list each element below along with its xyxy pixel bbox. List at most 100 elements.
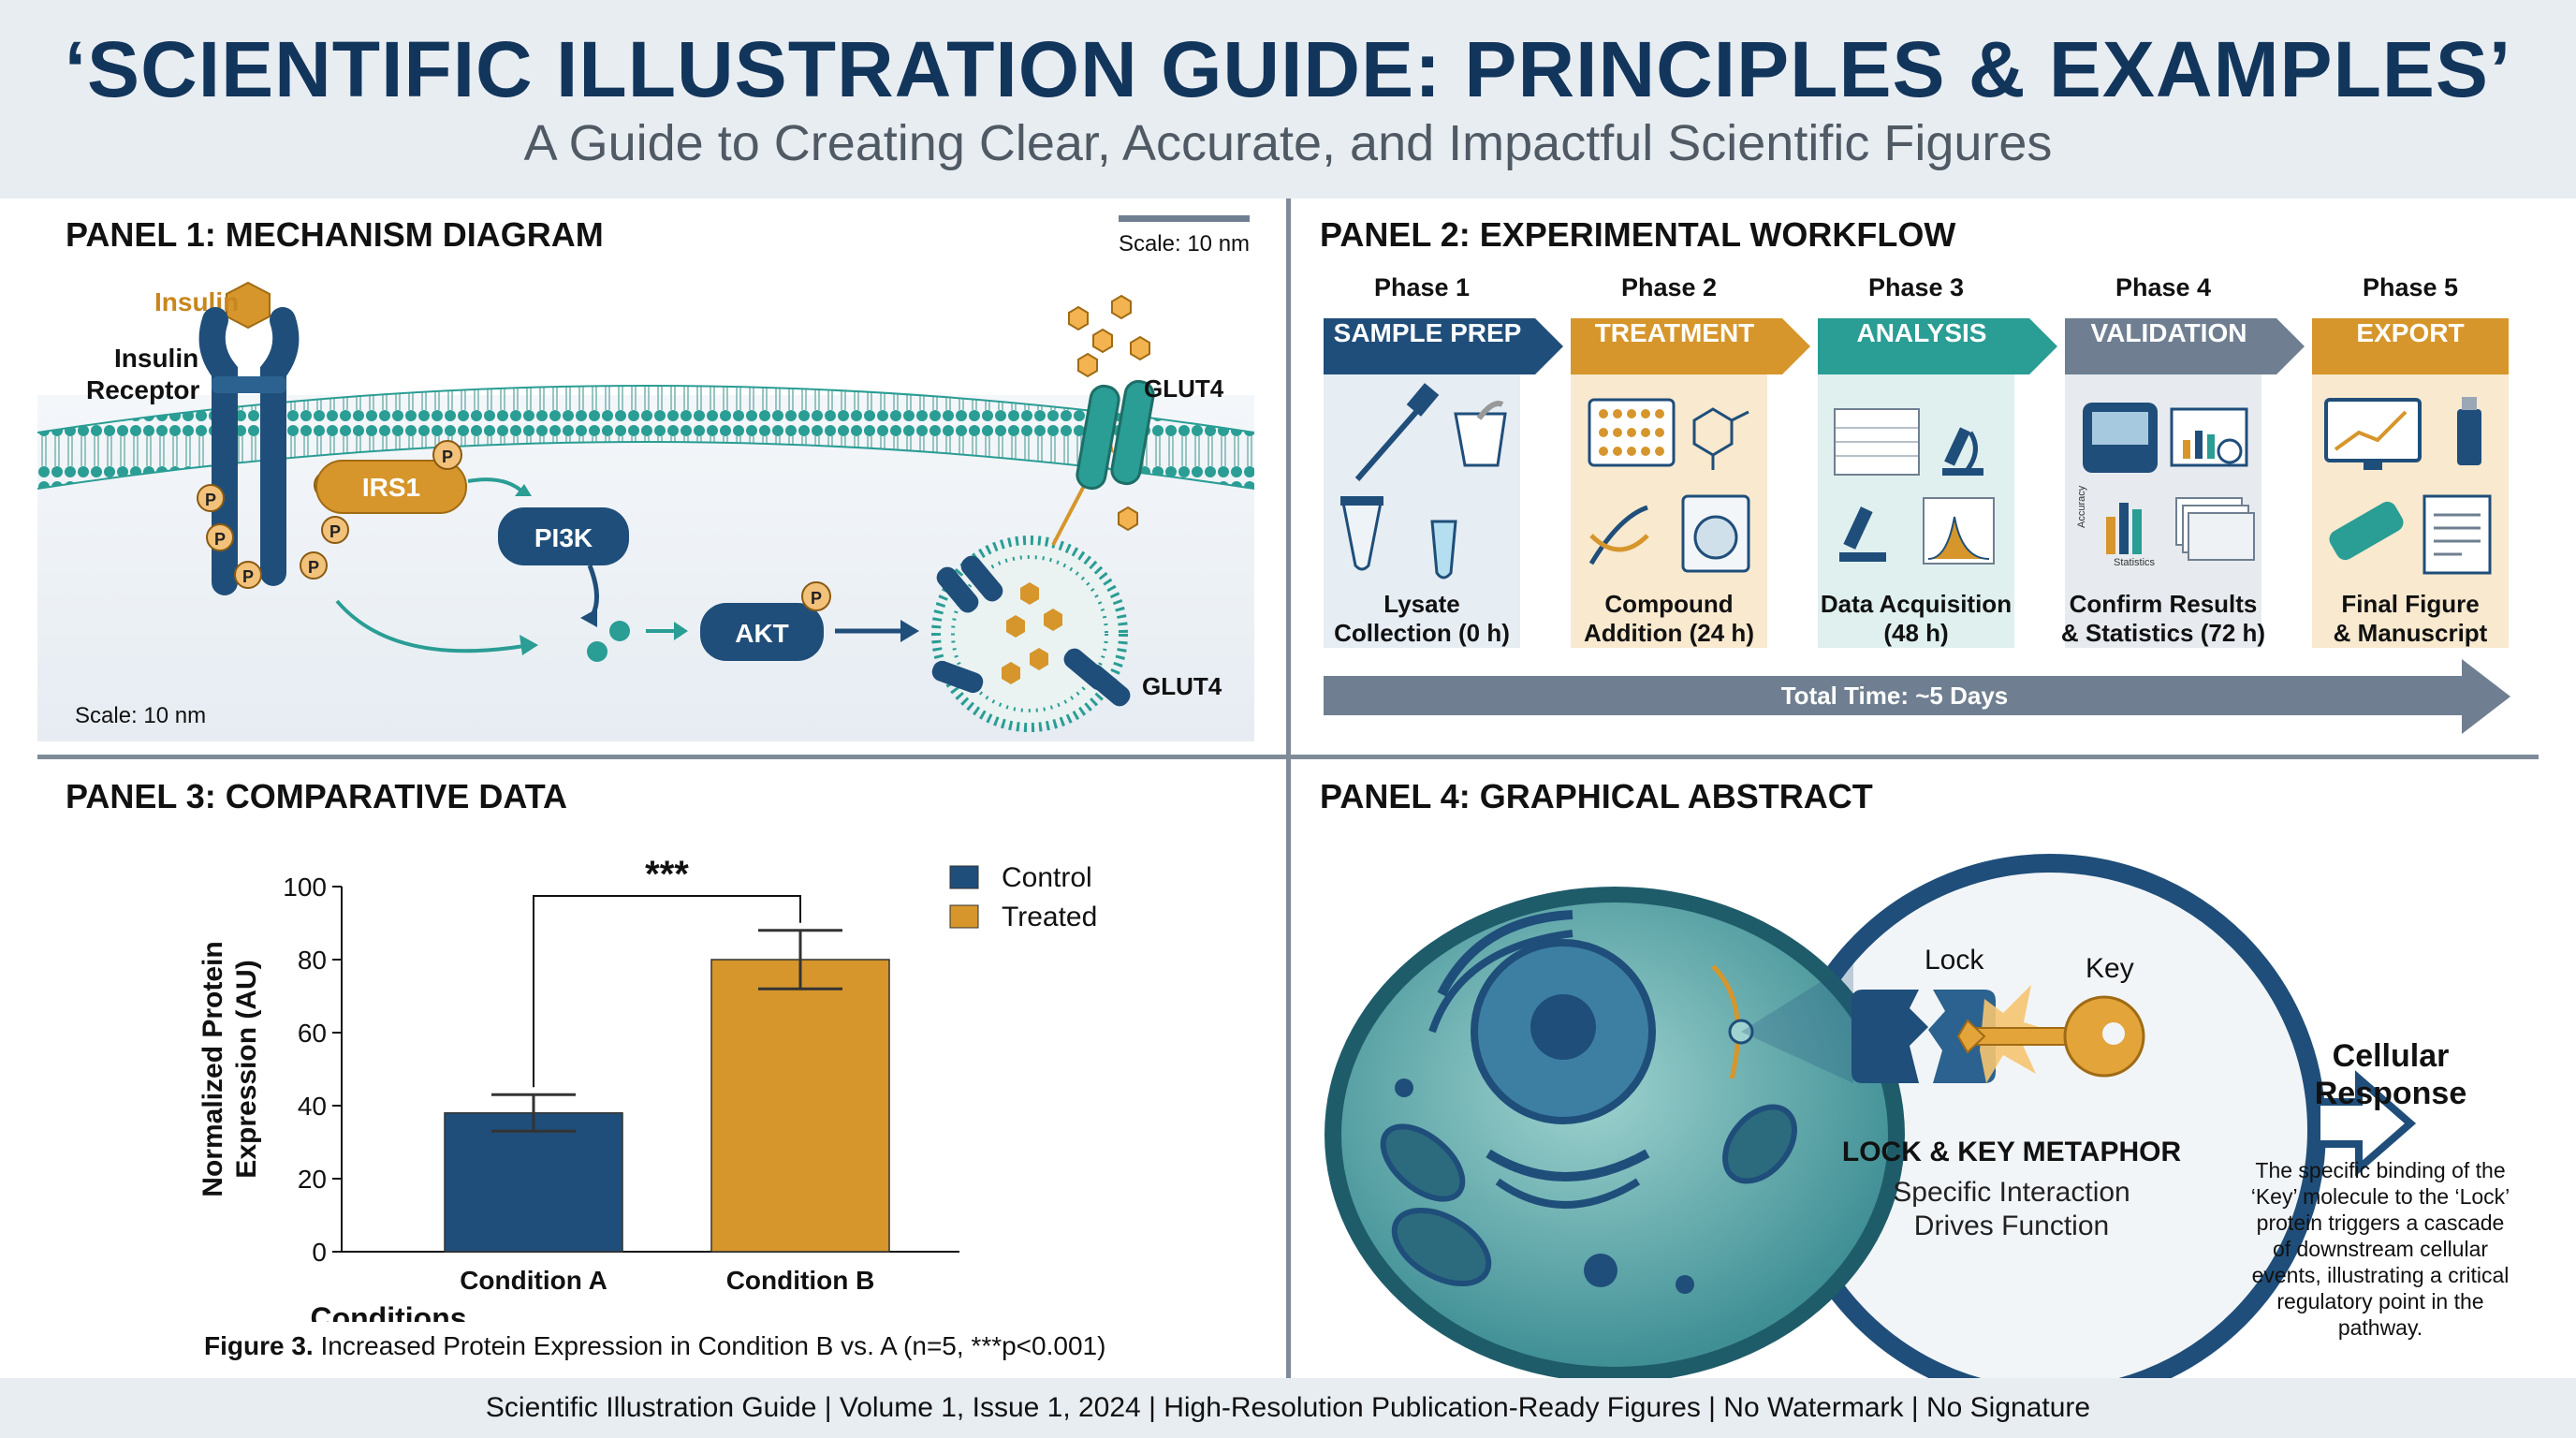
well-plate-icon	[1588, 398, 1676, 467]
irs1-label: IRS1	[362, 473, 420, 502]
panel4-title: PANEL 4: GRAPHICAL ABSTRACT	[1320, 777, 1873, 815]
svg-text:P: P	[242, 567, 254, 586]
incubator-icon	[1681, 494, 1750, 573]
svg-text:P: P	[214, 530, 226, 549]
total-time-arrow	[1324, 659, 2510, 734]
statistics-chart-icon: Statistics Accuracy	[2076, 485, 2156, 568]
svg-text:P: P	[329, 522, 341, 541]
key-molecule	[1956, 995, 2145, 1078]
pi3k-label: PI3K	[534, 523, 593, 552]
phase-3-label: Phase 3	[1867, 273, 1965, 301]
bar	[444, 1112, 623, 1253]
zoom-beam	[1741, 961, 1853, 1083]
insulin-molecule	[226, 281, 271, 330]
key-label: Key	[2086, 953, 2134, 984]
page-subtitle: A Guide to Creating Clear, Accurate, and…	[523, 115, 2053, 171]
graphical-abstract: Lock Key	[1325, 854, 2417, 1378]
panel-experimental-workflow: PANEL 2: EXPERIMENTAL WORKFLOW	[1292, 198, 2539, 749]
legend-label: Control	[1002, 862, 1092, 893]
scale-label-top: Scale: 10 nm	[1119, 231, 1250, 257]
manuscript-icon	[2422, 494, 2492, 575]
lock-label: Lock	[1925, 945, 1984, 976]
phase-3-desc: Data Acquisition(48 h)	[1820, 590, 2012, 647]
phase-5-tag: EXPORT	[2356, 318, 2465, 347]
spectrum-chart-icon	[1923, 497, 1995, 565]
panel-graphical-abstract: PANEL 4: GRAPHICAL ABSTRACT	[1292, 760, 2539, 1378]
vial-icon	[1430, 520, 1457, 580]
panel-mechanism-diagram: PANEL 1: MECHANISM DIAGRAM Scale: 10 nm …	[37, 198, 1282, 749]
phase-1-tag: SAMPLE PREP	[1333, 318, 1522, 347]
usb-stick-icon	[2329, 501, 2404, 561]
pipette-icon	[1354, 383, 1440, 481]
legend-label: Treated	[1002, 902, 1097, 932]
y-tick-label: 40	[298, 1092, 327, 1121]
glut4-transporter	[1076, 379, 1155, 491]
akt-protein	[700, 603, 824, 661]
beaker-icon	[1454, 401, 1507, 467]
y-tick-label: 80	[298, 946, 327, 975]
phase-4-tag: VALIDATION	[2090, 318, 2247, 347]
glucose-molecules	[1068, 294, 1150, 532]
svg-text:P: P	[811, 589, 822, 608]
svg-text:P: P	[308, 558, 319, 577]
glut4-label-top: GLUT4	[1144, 374, 1224, 403]
response-arrow	[2313, 1070, 2417, 1177]
bar	[710, 959, 890, 1253]
significance-bracket	[533, 895, 801, 1088]
page-title: ‘SCIENTIFIC ILLUSTRATION GUIDE: PRINCIPL…	[64, 25, 2512, 113]
glut4-vesicle	[931, 536, 1131, 732]
x-tick-label: Condition B	[726, 1266, 875, 1295]
monitor-chart-icon	[2324, 398, 2422, 470]
svg-text:P: P	[205, 491, 216, 509]
pi3k-protein	[498, 507, 629, 565]
figure-caption: Figure 3. Increased Protein Expression i…	[204, 1331, 1106, 1360]
mechanism-diagram: Scale: 10 nm Scale: 10 nm Insulin Insuli…	[37, 215, 1255, 741]
x-axis-label: Conditions	[310, 1301, 466, 1322]
panel1-title: PANEL 1: MECHANISM DIAGRAM	[66, 215, 604, 254]
accuracy-icon-label: Accuracy	[2076, 485, 2087, 528]
insulin-receptor	[198, 307, 300, 595]
y-tick-label: 20	[298, 1165, 327, 1194]
microscope-2-icon	[1839, 506, 1886, 562]
y-tick-label: 100	[283, 873, 327, 902]
page-header: ‘SCIENTIFIC ILLUSTRATION GUIDE: PRINCIPL…	[0, 0, 2576, 198]
analysis-chart-icon	[2170, 407, 2248, 467]
akt-label: AKT	[735, 619, 789, 648]
page-footer: Scientific Illustration Guide | Volume 1…	[0, 1378, 2576, 1438]
metaphor-title: LOCK & KEY METAPHOR	[1841, 1137, 2182, 1167]
workflow-diagram: Statistics Accuracy	[1324, 318, 2510, 734]
horizontal-divider	[37, 755, 2539, 759]
dna-icon	[1588, 505, 1649, 565]
data-table-icon	[1834, 408, 1920, 476]
total-time-label: Total Time: ~5 Days	[1780, 682, 2009, 710]
glut4-label-bottom: GLUT4	[1142, 672, 1222, 700]
microscope-icon	[1942, 427, 1983, 476]
significance-label: ***	[645, 854, 689, 895]
receptor-label-2: Receptor	[86, 375, 199, 404]
y-tick-label: 0	[312, 1238, 327, 1267]
legend-swatch	[949, 904, 979, 929]
test-tube-icon	[1340, 496, 1383, 571]
cell-illustration	[1325, 887, 1905, 1378]
panel3-title: PANEL 3: COMPARATIVE DATA	[66, 777, 568, 815]
svg-text:P: P	[442, 448, 453, 466]
phase-2-label: Phase 2	[1620, 273, 1718, 301]
phase-2-tag: TREATMENT	[1594, 318, 1755, 347]
usb-drive-icon	[2457, 397, 2481, 465]
scale-label-bottom: Scale: 10 nm	[75, 703, 206, 728]
legend-swatch	[949, 865, 979, 889]
irs1-protein	[315, 460, 467, 514]
instrument-icon	[2083, 403, 2158, 473]
phase-4-label: Phase 4	[2115, 273, 2212, 301]
insulin-label: Insulin	[154, 287, 239, 316]
phase-5-desc: Final Figure& Manuscript	[2333, 590, 2488, 647]
scale-bar-top	[1119, 215, 1250, 222]
phase-3-tag: ANALYSIS	[1856, 318, 1987, 347]
abstract-description: The specific binding of the ‘Key’ molecu…	[2250, 1158, 2510, 1340]
receptor-label-1: Insulin	[114, 344, 198, 373]
phase-5-label: Phase 5	[2362, 273, 2459, 301]
receptor-phosphates: P P P P P P	[197, 471, 349, 589]
